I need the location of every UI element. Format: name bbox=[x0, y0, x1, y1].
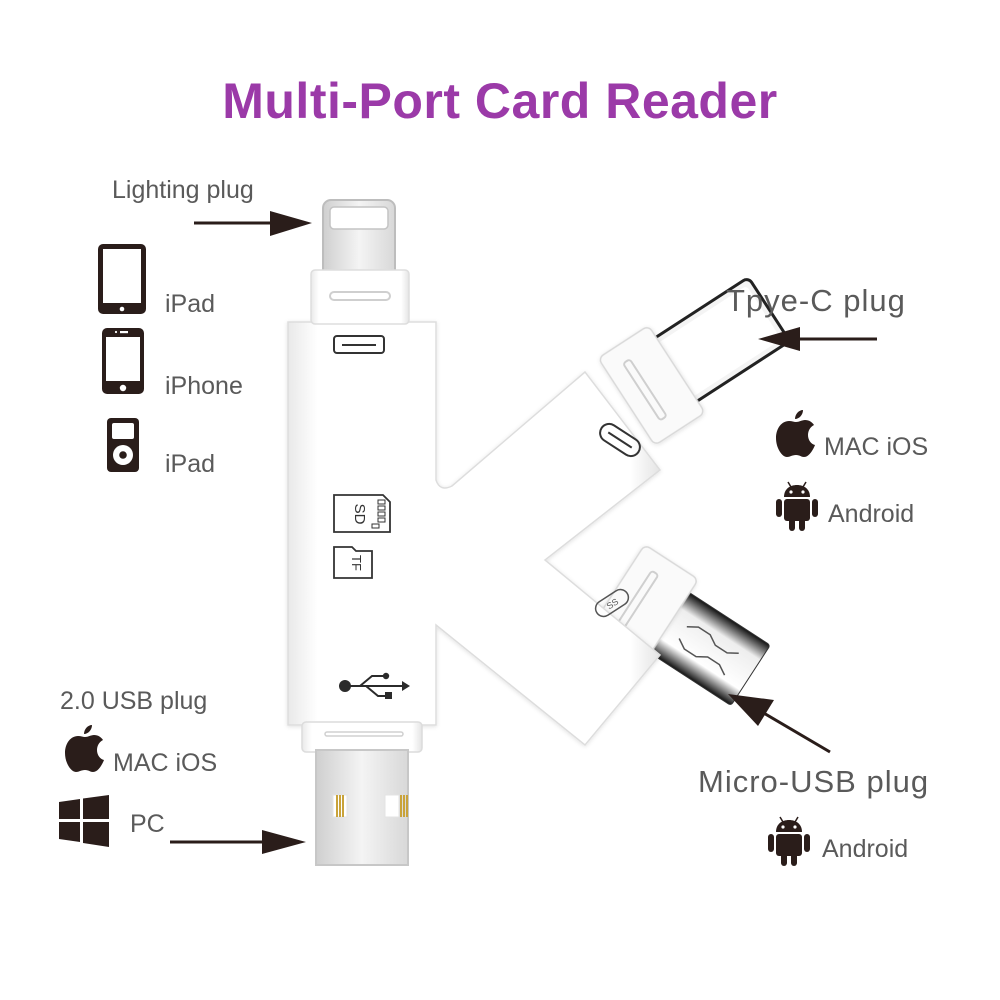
svg-text:SD: SD bbox=[351, 504, 368, 525]
micro-usb-plug-label: Micro-USB plug bbox=[698, 764, 930, 799]
ipod-icon bbox=[107, 418, 139, 472]
device-label-ipad: iPad bbox=[165, 290, 216, 318]
arrow-micro-usb bbox=[728, 694, 831, 754]
lightning-plug-label: Lighting plug bbox=[112, 176, 254, 204]
platform-label-mac-ios-typec: MAC iOS bbox=[824, 433, 929, 461]
android-icon bbox=[768, 816, 810, 866]
type-c-plug bbox=[599, 278, 789, 444]
windows-icon bbox=[59, 795, 109, 847]
device-label-ipod: iPad bbox=[165, 450, 216, 478]
lightning-plug bbox=[310, 199, 410, 325]
platform-label-pc: PC bbox=[130, 810, 165, 838]
platform-label-android-microusb: Android bbox=[822, 835, 909, 863]
arrow-usb bbox=[170, 830, 306, 854]
usb-icon bbox=[339, 672, 410, 699]
iphone-icon bbox=[102, 328, 144, 394]
type-c-plug-label: Tpye-C plug bbox=[726, 283, 906, 318]
ipad-icon bbox=[98, 244, 146, 314]
usb-plug-label: 2.0 USB plug bbox=[60, 687, 208, 715]
page-title: Multi-Port Card Reader bbox=[222, 73, 778, 129]
arrow-type-c bbox=[758, 327, 877, 351]
android-icon bbox=[776, 481, 818, 531]
card-reader-body bbox=[287, 321, 662, 747]
apple-icon bbox=[776, 410, 815, 457]
platform-label-android-typec: Android bbox=[828, 500, 915, 528]
sd-slot-icon: SD bbox=[333, 494, 391, 533]
usb-a-plug bbox=[301, 721, 423, 866]
platform-label-mac-ios-usb: MAC iOS bbox=[113, 749, 218, 777]
lightning-port-icon bbox=[333, 335, 385, 354]
apple-icon bbox=[65, 725, 104, 772]
tf-slot-icon: TF bbox=[333, 546, 373, 579]
arrow-lightning bbox=[194, 211, 312, 236]
svg-text:TF: TF bbox=[349, 555, 364, 571]
type-c-port-icon bbox=[599, 422, 641, 458]
device-label-iphone: iPhone bbox=[165, 372, 243, 400]
